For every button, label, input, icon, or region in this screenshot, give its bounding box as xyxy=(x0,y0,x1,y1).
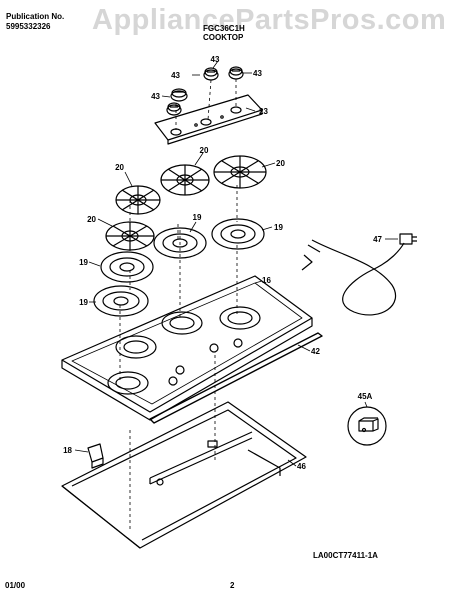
callout-23: 23 xyxy=(259,107,268,116)
drip-bowl-19c xyxy=(100,251,154,283)
diagram-code: LA00CT77411-1A xyxy=(313,551,378,560)
callout-47: 47 xyxy=(373,235,382,244)
control-knob-43b xyxy=(203,67,219,81)
callout-19d: 19 xyxy=(79,298,88,307)
publication-number: 5995332326 xyxy=(6,22,51,31)
bracket-18 xyxy=(87,443,104,469)
drip-bowl-19a xyxy=(153,227,207,259)
leader-lines xyxy=(74,60,398,467)
control-knob-43c xyxy=(228,66,244,80)
publication-label: Publication No. xyxy=(6,12,65,21)
watermark: AppliancePartsPros.com xyxy=(92,4,447,36)
burner-grate-20a xyxy=(115,185,161,215)
callout-19c: 19 xyxy=(79,258,88,267)
callout-43b: 43 xyxy=(211,55,220,64)
callout-16: 16 xyxy=(262,276,271,285)
callout-20c: 20 xyxy=(276,159,285,168)
section-title: COOKTOP xyxy=(203,33,244,42)
power-cord-47 xyxy=(301,233,417,316)
callout-20b: 20 xyxy=(200,146,209,155)
burner-box-46 xyxy=(61,401,307,549)
switch-45a xyxy=(347,406,387,446)
page-number: 2 xyxy=(230,581,235,590)
drip-bowl-19d xyxy=(93,285,149,317)
callout-45a: 45A xyxy=(358,392,373,401)
control-knob-43a xyxy=(170,88,188,102)
callout-42: 42 xyxy=(311,347,320,356)
cooktop-top-16 xyxy=(61,275,313,421)
callout-43d: 43 xyxy=(151,92,160,101)
control-panel-23 xyxy=(154,94,263,145)
callout-46: 46 xyxy=(297,462,306,471)
control-knob-43d xyxy=(166,102,182,116)
callout-43a: 43 xyxy=(171,71,180,80)
model-number: FGC36C1H xyxy=(203,24,245,33)
trim-strip-42 xyxy=(149,332,323,424)
footer-date: 01/00 xyxy=(5,581,26,590)
callout-19a: 19 xyxy=(193,213,202,222)
burner-grate-20d xyxy=(105,221,155,251)
callout-19b: 19 xyxy=(274,223,283,232)
callout-20d: 20 xyxy=(87,215,96,224)
burner-grate-20c xyxy=(213,155,267,189)
drip-bowl-19b xyxy=(211,218,265,250)
callout-43c: 43 xyxy=(253,69,262,78)
callout-20a: 20 xyxy=(115,163,124,172)
burner-grate-20b xyxy=(160,164,210,196)
callout-18: 18 xyxy=(63,446,72,455)
